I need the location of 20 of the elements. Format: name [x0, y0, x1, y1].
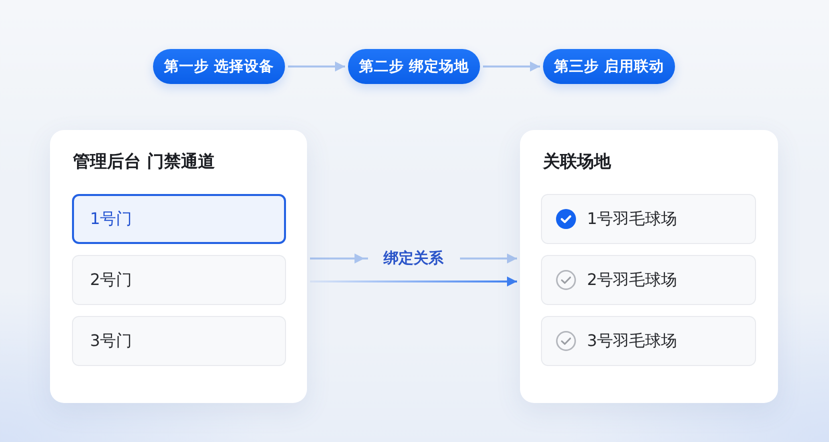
list-item	[541, 316, 756, 366]
list-item: 1号门	[72, 194, 286, 244]
list-item	[541, 255, 756, 305]
list-item: 3号门	[72, 316, 286, 366]
arrow	[310, 276, 517, 286]
item-label: 3号羽毛球场	[587, 330, 678, 352]
step-pill: 第二步 绑定场地	[348, 49, 480, 84]
card-panel	[520, 130, 778, 403]
step-pill: 第一步 选择设备	[153, 49, 285, 84]
card-heading: 管理后台 门禁通道	[73, 151, 215, 174]
step-pill: 第三步 启用联动	[543, 49, 675, 84]
edge-label: 绑定关系	[368, 246, 460, 268]
card-heading: 关联场地	[543, 151, 611, 174]
card-panel	[50, 130, 307, 403]
item-label: 1号羽毛球场	[587, 208, 678, 230]
list-item: 2号门	[72, 255, 286, 305]
arrow	[288, 62, 345, 72]
list-item	[541, 194, 756, 244]
arrow	[483, 62, 540, 72]
item-label: 2号羽毛球场	[587, 270, 678, 290]
